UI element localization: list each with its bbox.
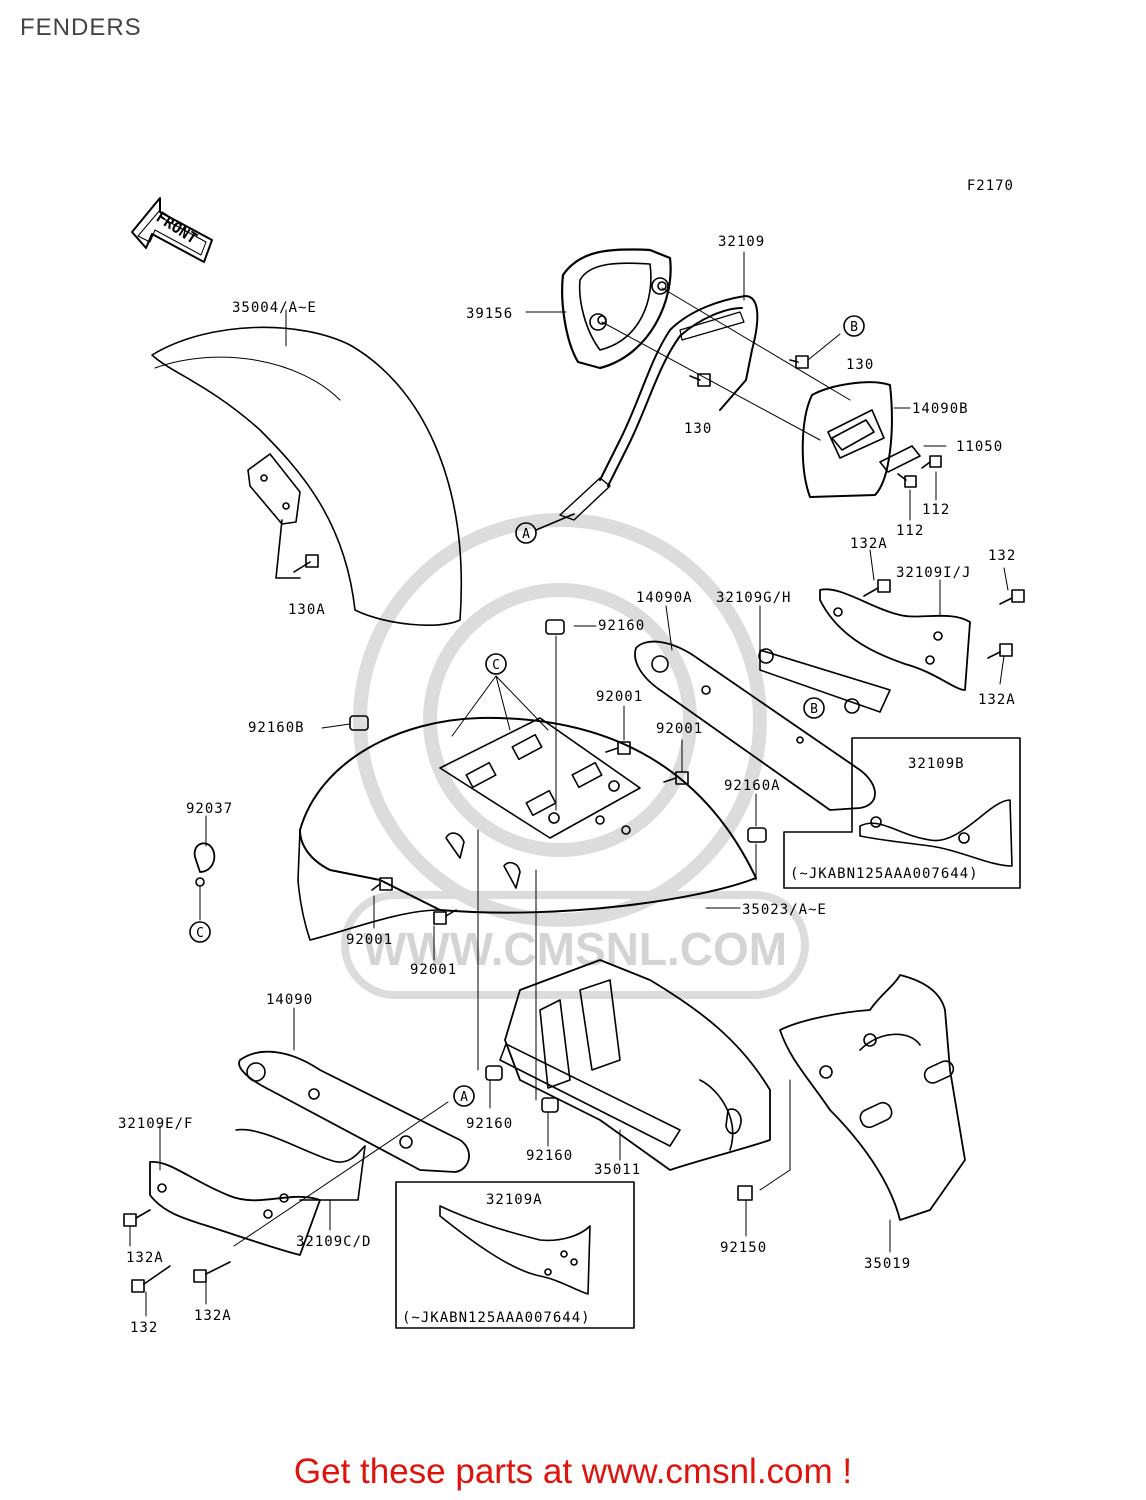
label-112-b: 112 (896, 523, 924, 539)
label-32109EF: 32109E/F (118, 1116, 193, 1132)
label-92001-c: 92001 (346, 932, 393, 948)
label-132-top: 132 (988, 548, 1016, 564)
serial-box-32109A (395, 1181, 635, 1329)
label-130-left: 130 (684, 421, 712, 437)
grommet-92160-mid (485, 1065, 503, 1081)
label-14090B: 14090B (912, 401, 969, 417)
ref-marker-C-left (189, 921, 211, 943)
footer-link[interactable]: Get these parts at www.cmsnl.com ! (293, 1452, 853, 1491)
bolt-130-right (789, 355, 809, 369)
label-130A: 130A (288, 602, 326, 618)
backrest-cover (801, 381, 893, 498)
serial-note-box-b: (~JKABN125AAA007644) (790, 866, 979, 882)
label-92160-low: 92160 (526, 1148, 573, 1164)
bolt-132A-right (987, 643, 1013, 659)
ref-marker-A-bottom (453, 1085, 475, 1107)
side-plate-left (149, 1128, 366, 1256)
bolt-130-left (689, 373, 711, 387)
label-35011: 35011 (594, 1162, 641, 1178)
ref-B-top-label: B (850, 320, 858, 335)
rail-cover-14090A (634, 640, 876, 811)
bolt-92001-c (371, 877, 393, 891)
bolt-132-top (999, 589, 1025, 605)
label-92150: 92150 (720, 1240, 767, 1256)
rail-35011 (499, 1043, 681, 1147)
front-fender (151, 326, 463, 626)
ref-A-top-label: A (522, 527, 530, 542)
grommet-92160B (349, 715, 369, 731)
serial-box-32109B (783, 737, 1021, 889)
ref-marker-C-top (485, 653, 507, 675)
backrest-pad (561, 248, 672, 370)
bolt-92001-d (433, 909, 457, 925)
grommet-92160-low (541, 1097, 559, 1113)
label-32109IJ: 32109I/J (896, 565, 971, 581)
bolt-132A-top (863, 579, 891, 597)
page-title: FENDERS (20, 14, 142, 41)
label-32109CD: 32109C/D (296, 1234, 371, 1250)
label-32109A: 32109A (486, 1192, 543, 1208)
grommet-92160-top (545, 619, 565, 635)
bolt-112-b (897, 473, 917, 488)
bolt-132-bl (131, 1265, 171, 1293)
label-112-a: 112 (922, 502, 950, 518)
label-132A-right: 132A (978, 692, 1016, 708)
label-92037: 92037 (186, 801, 233, 817)
label-92160-mid: 92160 (466, 1116, 513, 1132)
side-plate-right (819, 588, 971, 691)
bolt-132A-bl (123, 1209, 151, 1227)
footer-promo: Get these parts at www.cmsnl.com ! (0, 1452, 1146, 1492)
label-132A-bl: 132A (126, 1250, 164, 1266)
bolt-112-a (921, 455, 942, 469)
leader-lines (129, 251, 1009, 1317)
bolt-92001-a (605, 741, 631, 755)
rear-fender (297, 716, 757, 941)
ref-B-mid-label: B (810, 702, 818, 717)
label-92160-top: 92160 (598, 618, 645, 634)
figure-code: F2170 (967, 178, 1014, 194)
label-132A-top: 132A (850, 536, 888, 552)
bolt-132A-bottom (193, 1261, 231, 1283)
label-14090: 14090 (266, 992, 313, 1008)
inner-fender-35011 (504, 959, 771, 1171)
clamp-92037 (193, 842, 216, 887)
ref-C-left-label: C (196, 926, 204, 941)
serial-note-box-a: (~JKABN125AAA007644) (402, 1310, 591, 1326)
label-132-bl: 132 (130, 1320, 158, 1336)
front-arrow-icon (131, 197, 213, 263)
label-35004: 35004/A~E (232, 300, 317, 316)
ref-marker-B-mid (803, 697, 825, 719)
label-92160A: 92160A (724, 778, 781, 794)
label-35023: 35023/A~E (742, 902, 827, 918)
bracket-32109GH (758, 648, 891, 714)
sissy-bar (559, 295, 759, 521)
label-32109B: 32109B (908, 756, 965, 772)
label-92001-d: 92001 (410, 962, 457, 978)
bolt-130A (293, 554, 319, 573)
label-132A-bottom: 132A (194, 1308, 232, 1324)
bracket-11050 (879, 445, 921, 473)
label-32109: 32109 (718, 234, 765, 250)
ref-marker-A-top (515, 522, 537, 544)
label-92001-a: 92001 (596, 689, 643, 705)
ref-marker-B-top (843, 315, 865, 337)
ref-C-top-label: C (492, 658, 500, 673)
label-130-right: 130 (846, 357, 874, 373)
license-bracket-35019 (779, 974, 966, 1221)
bolt-92150 (737, 1185, 753, 1201)
label-39156: 39156 (466, 306, 513, 322)
label-35019: 35019 (864, 1256, 911, 1272)
label-11050: 11050 (956, 439, 1003, 455)
label-32109GH: 32109G/H (716, 590, 791, 606)
label-92001-b: 92001 (656, 721, 703, 737)
grommet-92160A (747, 827, 767, 843)
ref-A-bottom-label: A (460, 1090, 468, 1105)
label-92160B: 92160B (248, 720, 305, 736)
label-14090A: 14090A (636, 590, 693, 606)
rail-cover-14090 (238, 1050, 470, 1173)
